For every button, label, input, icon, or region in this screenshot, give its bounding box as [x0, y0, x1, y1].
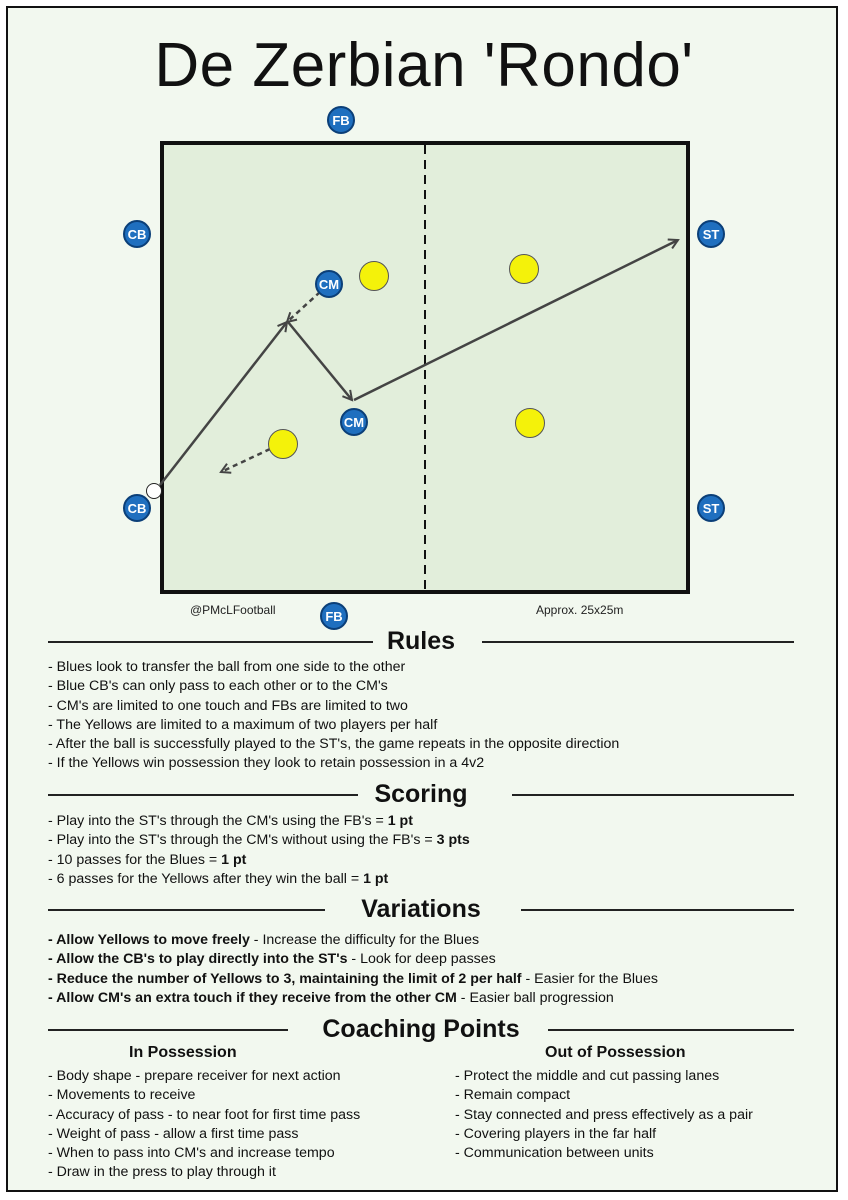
list-item: - Reduce the number of Yellows to 3, mai…	[48, 970, 658, 989]
divider	[48, 909, 325, 911]
list-item: - Remain compact	[455, 1087, 571, 1104]
variation-effect: - Easier for the Blues	[521, 970, 658, 987]
list-item: - The Yellows are limited to a maximum o…	[48, 716, 438, 733]
variation-effect: - Look for deep passes	[347, 951, 496, 968]
item-text: - Play into the ST's through the CM's us…	[48, 813, 388, 829]
run-arrow-yellow	[221, 447, 271, 472]
yellow-player-2	[509, 254, 539, 284]
out-of-possession-list: - Protect the middle and cut passing lan…	[455, 1067, 753, 1163]
coaching-heading: Coaching Points	[48, 1012, 794, 1046]
credit-text: @PMcLFootball	[190, 603, 276, 617]
section-title: Variations	[361, 895, 481, 923]
points-value: 1 pt	[387, 813, 413, 829]
variation-effect: - Easier ball progression	[456, 989, 614, 1006]
variation-title: - Reduce the number of Yellows to 3, mai…	[48, 970, 522, 987]
in-possession-list: - Body shape - prepare receiver for next…	[48, 1067, 360, 1183]
player-cb-bottom: CB	[123, 494, 151, 522]
divider	[521, 909, 794, 911]
pass-arrow-cb-to-space	[159, 322, 287, 486]
list-item: - Communication between units	[455, 1145, 654, 1162]
item-text: - Play into the ST's through the CM's wi…	[48, 832, 437, 849]
variation-title: - Allow CM's an extra touch if they rece…	[48, 989, 457, 1006]
variation-effect: - Increase the difficulty for the Blues	[249, 932, 480, 948]
list-item: - Movements to receive	[48, 1087, 196, 1104]
list-item: - Stay connected and press effectively a…	[455, 1106, 753, 1123]
item-text: - 10 passes for the Blues =	[48, 851, 222, 868]
list-item: - Protect the middle and cut passing lan…	[455, 1068, 720, 1084]
list-item: - Allow Yellows to move freely - Increas…	[48, 931, 658, 950]
pass-arrow-to-cm	[287, 321, 352, 400]
list-item: - If the Yellows win possession they loo…	[48, 755, 485, 772]
player-cm-top: CM	[315, 270, 343, 298]
list-item: - 10 passes for the Blues = 1 pt	[48, 851, 470, 870]
points-value: 1 pt	[221, 851, 247, 868]
player-cb-top: CB	[123, 220, 151, 248]
variation-title: - Allow Yellows to move freely	[48, 932, 250, 948]
list-item: - Allow the CB's to play directly into t…	[48, 950, 658, 969]
yellow-player-3	[268, 429, 298, 459]
section-title: Rules	[386, 627, 456, 655]
in-possession-heading: In Possession	[129, 1044, 237, 1061]
player-st-top: ST	[697, 220, 725, 248]
scoring-list: - Play into the ST's through the CM's us…	[48, 812, 470, 889]
out-of-possession-heading: Out of Possession	[545, 1044, 686, 1061]
list-item: - Body shape - prepare receiver for next…	[48, 1068, 341, 1084]
divider	[482, 641, 794, 643]
page-title: De Zerbian 'Rondo'	[154, 31, 694, 100]
player-fb-bottom: FB	[320, 602, 348, 630]
list-item: - Draw in the press to play through it	[48, 1164, 276, 1181]
list-item: - Allow CM's an extra touch if they rece…	[48, 989, 658, 1008]
points-value: 3 pts	[436, 832, 470, 849]
size-note: Approx. 25x25m	[536, 603, 624, 617]
scoring-heading: Scoring	[48, 777, 794, 811]
list-item: - Play into the ST's through the CM's wi…	[48, 831, 470, 850]
divider	[548, 1029, 794, 1031]
section-title: Coaching Points	[322, 1015, 520, 1043]
variations-heading: Variations	[48, 892, 794, 926]
divider	[48, 1029, 288, 1031]
divider	[48, 641, 373, 643]
yellow-player-1	[359, 261, 389, 291]
player-fb-top: FB	[327, 106, 355, 134]
list-item: - Accuracy of pass - to near foot for fi…	[48, 1106, 361, 1123]
variations-list: - Allow Yellows to move freely - Increas…	[48, 931, 658, 1008]
variation-title: - Allow the CB's to play directly into t…	[48, 951, 348, 968]
list-item: - Blue CB's can only pass to each other …	[48, 678, 388, 695]
rules-list: - Blues look to transfer the ball from o…	[48, 658, 619, 774]
list-item: - After the ball is successfully played …	[48, 736, 620, 753]
list-item: - 6 passes for the Yellows after they wi…	[48, 870, 470, 889]
rules-heading: Rules	[48, 624, 794, 658]
player-cm-bottom: CM	[340, 408, 368, 436]
pass-arrow-to-st	[353, 240, 678, 402]
list-item: - Blues look to transfer the ball from o…	[48, 659, 406, 675]
divider	[48, 794, 358, 796]
list-item: - CM's are limited to one touch and FBs …	[48, 697, 408, 714]
points-value: 1 pt	[363, 870, 389, 887]
ball	[146, 483, 162, 499]
pitch	[160, 141, 690, 594]
yellow-player-4	[515, 408, 545, 438]
player-st-bottom: ST	[697, 494, 725, 522]
divider	[512, 794, 794, 796]
run-arrow-cm	[287, 291, 321, 322]
list-item: - Covering players in the far half	[455, 1125, 657, 1142]
list-item: - When to pass into CM's and increase te…	[48, 1145, 335, 1162]
list-item: - Play into the ST's through the CM's us…	[48, 812, 470, 831]
section-title: Scoring	[374, 780, 468, 808]
pitch-overlay	[159, 145, 848, 590]
item-text: - 6 passes for the Yellows after they wi…	[48, 870, 364, 887]
list-item: - Weight of pass - allow a first time pa…	[48, 1125, 299, 1142]
